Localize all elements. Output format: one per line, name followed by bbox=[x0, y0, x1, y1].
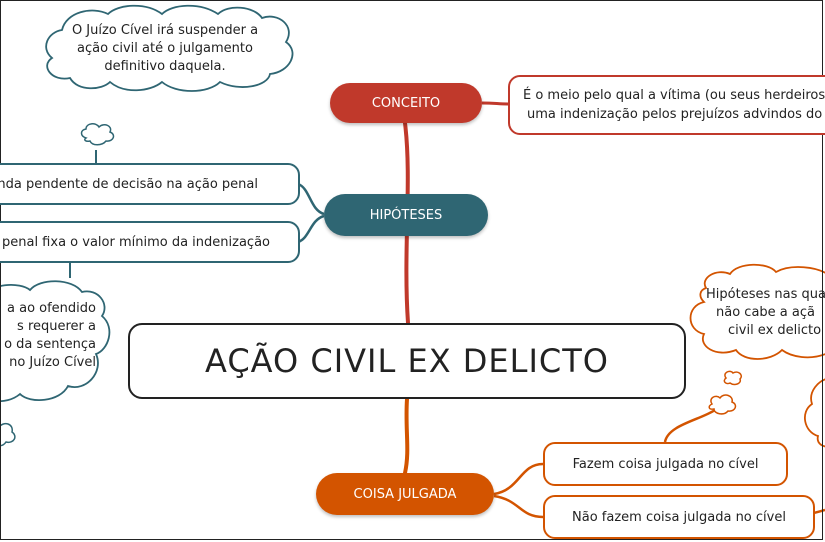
central-topic[interactable]: AÇÃO CIVIL EX DELICTO bbox=[128, 323, 686, 399]
cloud-left-line-4: no Juízo Cível bbox=[9, 355, 96, 370]
coisa-julgada-item-1-text: Fazem coisa julgada no cível bbox=[572, 456, 759, 472]
topic-conceito-label: CONCEITO bbox=[371, 95, 441, 111]
connector-coisa-item2 bbox=[493, 494, 544, 519]
central-topic-title: AÇÃO CIVIL EX DELICTO bbox=[205, 342, 609, 380]
cloud-left-text[interactable]: a ao ofendido s requerer a o da sentença… bbox=[0, 300, 96, 372]
cloud-left-line-3: o da sentença bbox=[4, 337, 96, 352]
connector-conceito-box bbox=[481, 101, 509, 106]
connector-cloud-right bbox=[663, 408, 716, 443]
conceito-line-1: É o meio pelo qual a vítima (ou seus her… bbox=[523, 88, 825, 103]
coisa-julgada-item-1[interactable]: Fazem coisa julgada no cível bbox=[543, 442, 788, 486]
cloud-right-line-3: civil ex delicto bbox=[728, 323, 822, 338]
coisa-julgada-item-2-text: Não fazem coisa julgada no cível bbox=[572, 509, 786, 525]
cloud-left-line-1: a ao ofendido bbox=[7, 301, 96, 316]
cloud-left-shape bbox=[0, 280, 111, 403]
hipotese-item-2-text: penal fixa o valor mínimo da indenização bbox=[1, 234, 270, 250]
cloud-right-line-2: não cabe a açã bbox=[716, 305, 815, 320]
topic-coisa-julgada-label: COISA JULGADA bbox=[353, 486, 457, 502]
conceito-detail-box[interactable]: É o meio pelo qual a vítima (ou seus her… bbox=[508, 75, 825, 135]
cloud-top-left-line-2: ação civil até o julgamento bbox=[77, 41, 253, 56]
topic-conceito[interactable]: CONCEITO bbox=[330, 83, 482, 123]
topic-coisa-julgada[interactable]: COISA JULGADA bbox=[316, 473, 494, 515]
cloud-top-left-line-1: O Juízo Cível irá suspender a bbox=[71, 23, 259, 38]
connector-hipoteses-item2 bbox=[297, 214, 325, 244]
cloud-top-left-line-3: definitivo daquela. bbox=[104, 59, 226, 74]
cloud-far-right-shape bbox=[804, 378, 825, 448]
cloud-left-puffs bbox=[0, 422, 16, 447]
cloud-top-left-text[interactable]: O Juízo Cível irá suspender a ação civil… bbox=[70, 22, 260, 76]
cloud-top-left-shape bbox=[45, 4, 294, 92]
connector-coisa-item1 bbox=[493, 462, 544, 496]
hipotese-item-1[interactable]: inda pendente de decisão na ação penal bbox=[0, 163, 300, 205]
cloud-right-text[interactable]: Hipóteses nas qua não cabe a açã civil e… bbox=[704, 286, 825, 340]
connector-central-coisa-julgada bbox=[403, 397, 410, 475]
cloud-right-shape bbox=[689, 263, 825, 360]
cloud-right-puffs bbox=[708, 370, 743, 415]
topic-hipoteses[interactable]: HIPÓTESES bbox=[324, 194, 488, 236]
cloud-top-left-puffs bbox=[80, 123, 115, 146]
topic-hipoteses-label: HIPÓTESES bbox=[369, 207, 443, 223]
connector-hipoteses-item1 bbox=[297, 182, 325, 216]
cloud-left-line-2: s requerer a bbox=[17, 319, 96, 334]
coisa-julgada-item-2[interactable]: Não fazem coisa julgada no cível bbox=[543, 495, 815, 539]
hipotese-item-2[interactable]: penal fixa o valor mínimo da indenização bbox=[0, 221, 300, 263]
conceito-line-2: uma indenização pelos prejuízos advindos… bbox=[527, 107, 823, 122]
hipotese-item-1-text: inda pendente de decisão na ação penal bbox=[0, 176, 258, 192]
cloud-right-line-1: Hipóteses nas qua bbox=[706, 287, 825, 302]
